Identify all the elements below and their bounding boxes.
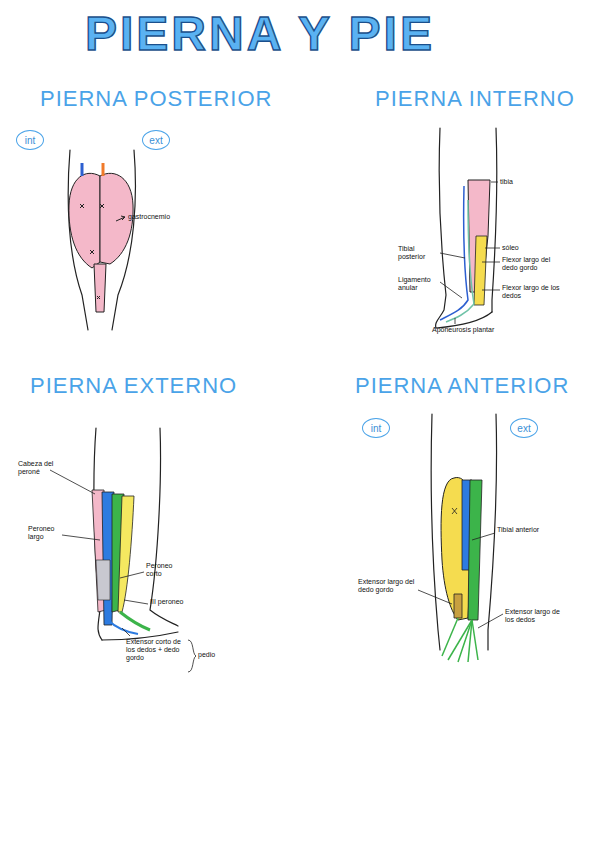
side-marker-circle: ext [510, 418, 538, 438]
panel-heading: PIERNA ANTERIOR [355, 373, 569, 399]
muscle-label: tibia [500, 178, 540, 186]
muscle-label: Tibial posterior [398, 245, 438, 261]
muscle-label: Extensor largo de los dedos [505, 608, 565, 624]
side-marker-text: int [25, 135, 36, 146]
muscle-label: Tibial anterior [497, 526, 547, 534]
panel-heading: PIERNA EXTERNO [30, 373, 237, 399]
page-title: PIERNA Y PIE [85, 6, 435, 61]
muscle-label: Cabeza del peroné [18, 460, 58, 476]
muscle-label: sóleo [502, 244, 542, 252]
panel-heading: PIERNA INTERNO [375, 86, 575, 112]
side-marker-circle: int [362, 418, 390, 438]
muscle-label: Extensor corto de los dedos + dedo gordo [126, 638, 184, 662]
side-marker-circle: int [16, 130, 44, 150]
side-marker-text: ext [149, 135, 162, 146]
muscle-label: Ligamento anular [398, 276, 438, 292]
muscle-label: pedio [198, 651, 228, 659]
side-marker-circle: ext [142, 130, 170, 150]
muscle-label: III peroneo [150, 598, 190, 606]
muscle-label: Peroneo corto [146, 562, 186, 578]
muscle-label: Aponeurosis plantar [432, 326, 502, 334]
panel-heading: PIERNA POSTERIOR [40, 86, 272, 112]
muscle-label: gastrocnemio [128, 213, 198, 221]
muscle-label: Peroneo largo [28, 525, 64, 541]
side-marker-text: ext [517, 423, 530, 434]
side-marker-text: int [371, 423, 382, 434]
muscle-label: Extensor largo del dedo gordo [358, 578, 418, 594]
muscle-label: Flexor largo del dedo gordo [502, 256, 564, 272]
muscle-label: Flexor largo de los dedos [502, 284, 564, 300]
